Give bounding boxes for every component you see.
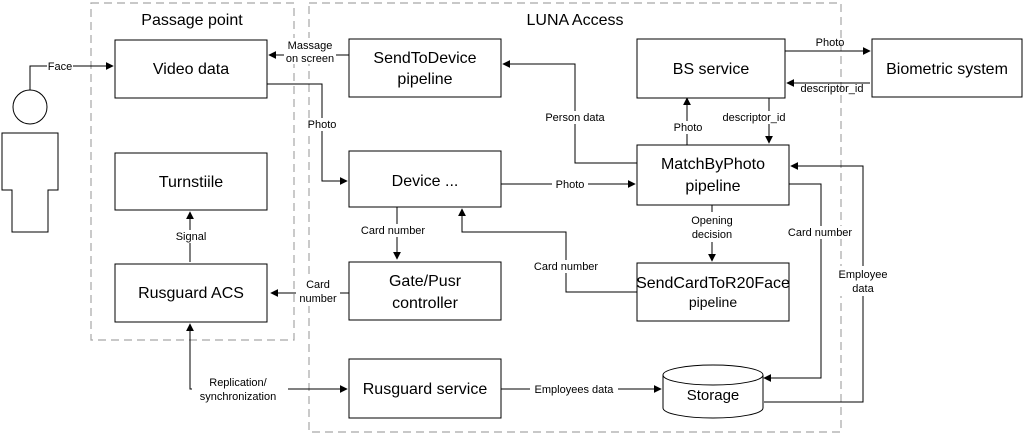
label-descriptor-bio: descriptor_id (801, 83, 864, 95)
label-opening-1: Opening (691, 215, 733, 227)
label-card-number-device-gate: Card number (361, 225, 426, 237)
label-massage-2: on screen (286, 53, 334, 65)
node-video-data: Video data (114, 39, 268, 99)
match-label-1: MatchByPhoto (661, 156, 765, 173)
label-signal: Signal (176, 231, 207, 243)
label-opening-2: decision (692, 229, 732, 241)
node-bs-service: BS service (636, 38, 786, 99)
luna-access-title: LUNA Access (527, 12, 624, 29)
rusguard-service-label: Rusguard service (363, 381, 488, 398)
storage-label: Storage (687, 387, 740, 404)
person-icon (1, 89, 59, 233)
rusguard-acs-label: Rusguard ACS (138, 285, 244, 302)
label-person-data: Person data (545, 112, 605, 124)
label-photo-video-device: Photo (308, 119, 337, 131)
match-label-2: pipeline (685, 178, 740, 195)
node-rusguard-acs: Rusguard ACS (114, 263, 268, 323)
luna-access-group (308, 2, 842, 433)
label-replication-2: synchronization (200, 391, 276, 403)
gate-label-1: Gate/Pusr (389, 273, 462, 290)
edge-face (29, 62, 114, 90)
gate-label-2: controller (392, 295, 458, 312)
label-photo-bs-bio: Photo (816, 37, 845, 49)
turnstile-label: Turnstiile (159, 174, 223, 191)
edge-labels: Face Massage on screen Photo Photo descr… (47, 37, 890, 404)
node-sendcard: SendCardToR20Face pipeline (636, 262, 790, 322)
edge-video-device (267, 83, 348, 185)
label-employees-data: Employees data (535, 384, 615, 396)
node-storage: Storage (662, 364, 764, 419)
label-card-number-right: Card number (788, 227, 853, 239)
label-employee-1: Employee (839, 269, 888, 281)
send-to-device-label-1: SendToDevice (373, 50, 476, 67)
biometric-system-label: Biometric system (886, 61, 1008, 78)
label-replication-1: Replication/ (209, 377, 267, 389)
node-biometric-system: Biometric system (871, 38, 1023, 98)
edges (29, 47, 871, 403)
bs-service-label: BS service (673, 61, 750, 78)
label-employee-2: data (852, 283, 874, 295)
label-photo-device-match: Photo (556, 179, 585, 191)
passage-point-title: Passage point (141, 12, 243, 29)
label-card-gate-acs-1: Card (306, 279, 330, 291)
device-label: Device ... (392, 173, 459, 190)
label-descriptor-match: descriptor_id (723, 112, 786, 124)
node-gate-controller: Gate/Pusr controller (348, 261, 502, 321)
send-to-device-label-2: pipeline (397, 71, 452, 88)
label-card-gate-acs-2: number (299, 293, 337, 305)
node-send-to-device: SendToDevice pipeline (348, 38, 502, 98)
node-match-by-photo: MatchByPhoto pipeline (636, 144, 790, 206)
edge-replication (186, 323, 348, 393)
node-device: Device ... (348, 150, 502, 208)
label-photo-match-bs: Photo (674, 122, 703, 134)
sendcard-label-2: pipeline (689, 294, 737, 310)
edge-match-storage (763, 183, 822, 382)
sendcard-label-1: SendCardToR20Face (636, 275, 790, 292)
edge-sendcard-device (458, 208, 637, 293)
node-turnstile: Turnstiile (114, 152, 268, 211)
label-face: Face (48, 61, 72, 73)
video-data-label: Video data (153, 61, 229, 78)
label-massage-1: Massage (288, 40, 333, 52)
node-rusguard-service: Rusguard service (348, 358, 502, 419)
label-card-number-sendcard: Card number (534, 261, 599, 273)
